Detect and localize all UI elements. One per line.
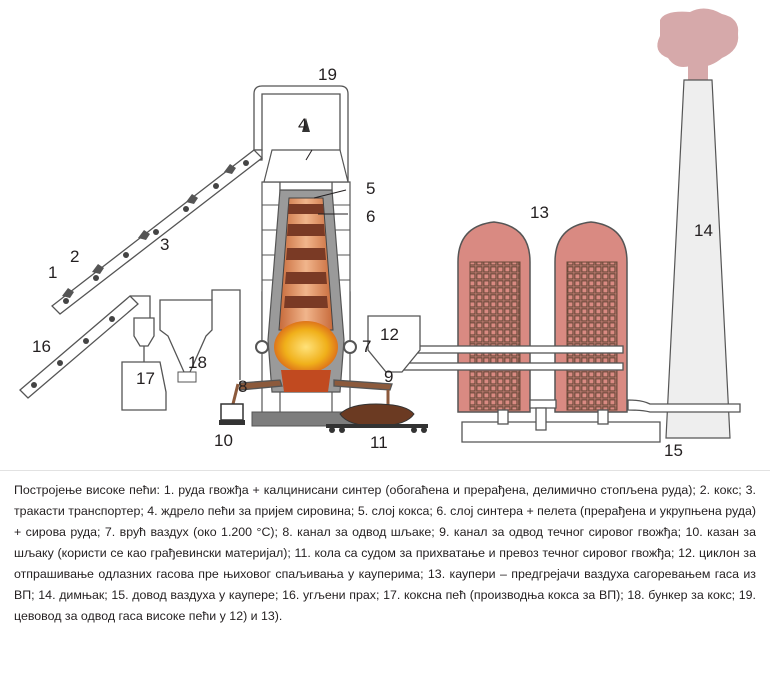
- figure-caption: Постројење високе пећи: 1. руда гвожђа +…: [14, 480, 756, 627]
- blast-furnace-diagram: 1 2 3 4 5 6 7 8 9 10 11 12 13 14 15 16 1…: [19, 8, 741, 460]
- label-9: 9: [384, 367, 393, 386]
- label-4: 4: [298, 115, 307, 134]
- coke-layers: [284, 204, 328, 308]
- leader-lines: [305, 149, 348, 215]
- label-3: 3: [160, 235, 169, 254]
- conveyor-ore: [51, 149, 263, 315]
- label-5: 5: [366, 179, 375, 198]
- label-19: 19: [318, 65, 337, 84]
- label-6: 6: [366, 207, 375, 226]
- chimney-smoke: [657, 8, 739, 68]
- label-2: 2: [70, 247, 79, 266]
- label-18: 18: [188, 353, 207, 372]
- label-11: 11: [370, 433, 388, 452]
- slag-ladle: [219, 403, 245, 425]
- pipework: [253, 85, 741, 443]
- label-7: 7: [362, 337, 371, 356]
- coke-oven: [121, 317, 167, 411]
- label-10: 10: [214, 431, 233, 450]
- label-12: 12: [380, 325, 399, 344]
- chimney: [657, 8, 739, 439]
- caption-text: Постројење високе пећи: 1. руда гвожђа +…: [14, 483, 756, 623]
- conveyor-coal: [19, 295, 151, 399]
- divider: [0, 470, 770, 471]
- label-13: 13: [530, 203, 549, 222]
- cowper-stove-right: [554, 221, 628, 413]
- torpedo-car: [326, 403, 428, 433]
- label-8: 8: [238, 377, 247, 396]
- hot-zone: [274, 321, 338, 373]
- label-14: 14: [694, 221, 713, 240]
- coke-bunker: [159, 289, 241, 383]
- cowper-stove-left: [457, 221, 531, 413]
- furnace-structure: [251, 118, 361, 427]
- label-17: 17: [136, 369, 155, 388]
- label-15: 15: [664, 441, 683, 460]
- cyclone: [367, 315, 421, 373]
- label-1: 1: [48, 263, 57, 282]
- label-16: 16: [32, 337, 51, 356]
